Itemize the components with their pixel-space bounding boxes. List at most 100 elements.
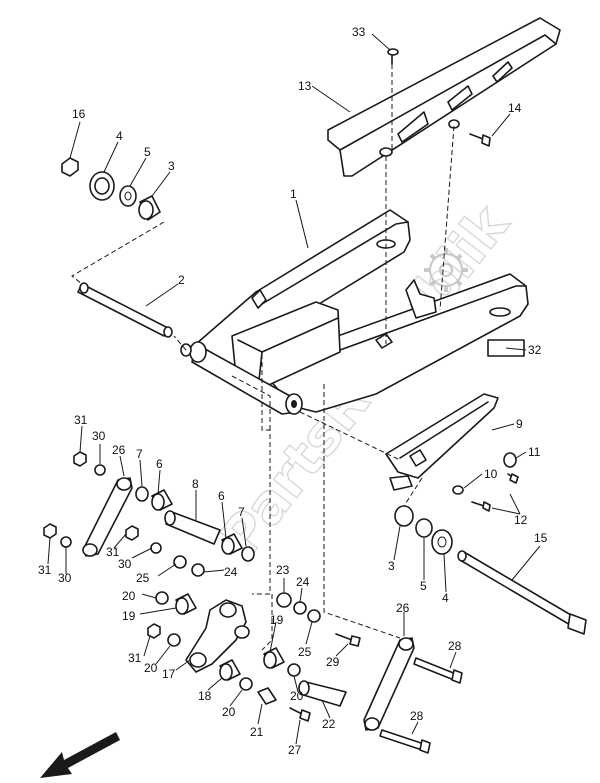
callout-11: 11 xyxy=(528,445,541,459)
collar-part-23 xyxy=(276,592,292,608)
callout-22: 22 xyxy=(322,717,336,731)
callout-32: 32 xyxy=(528,343,542,357)
nut-part-16 xyxy=(61,157,79,177)
callout-7: 7 xyxy=(238,505,245,519)
callout-17: 17 xyxy=(162,667,176,681)
callout-15: 15 xyxy=(534,531,548,545)
washer-part-30-b xyxy=(150,542,162,554)
callout-30: 30 xyxy=(58,571,72,585)
bushing-part-6-a xyxy=(151,489,173,511)
collar-part-11 xyxy=(503,452,517,468)
collar-part-25-a xyxy=(173,555,187,569)
oil-seal-part-7-a xyxy=(135,486,149,502)
oil-seal-part-24-a xyxy=(191,563,205,577)
callout-3: 3 xyxy=(168,159,175,173)
callout-3: 3 xyxy=(388,559,395,573)
connecting-rod-part-26-right xyxy=(363,637,415,731)
pivot-bolt-part-15 xyxy=(457,550,587,635)
callout-18: 18 xyxy=(198,689,212,703)
spacer-part-22 xyxy=(298,680,347,707)
callout-20: 20 xyxy=(290,689,304,703)
callout-26: 26 xyxy=(112,443,126,457)
callout-20: 20 xyxy=(222,705,236,719)
nut-part-31-d xyxy=(147,623,161,639)
callout-19: 19 xyxy=(122,609,136,623)
washer-part-30-a xyxy=(94,464,106,476)
collar-part-25-b xyxy=(307,609,321,623)
washer-part-5-right xyxy=(415,518,433,538)
callout-29: 29 xyxy=(326,655,340,669)
bushing-part-18 xyxy=(219,659,241,681)
chain-pad-part-9 xyxy=(385,393,499,491)
screws-part-12 xyxy=(471,473,519,512)
callout-5: 5 xyxy=(420,579,427,593)
collar-part-21 xyxy=(257,687,277,705)
callout-5: 5 xyxy=(144,145,151,159)
callout-23: 23 xyxy=(276,563,290,577)
callout-31: 31 xyxy=(74,413,88,427)
bushing-part-19-b xyxy=(263,647,285,669)
bolt-part-28-b xyxy=(379,729,431,754)
washer-part-30-c xyxy=(60,536,72,548)
oil-seal-part-24-b xyxy=(293,601,307,615)
assembly-guide-lines xyxy=(71,64,455,651)
callout-10: 10 xyxy=(484,467,498,481)
callout-25: 25 xyxy=(136,571,150,585)
bolt-part-28-a xyxy=(413,657,463,684)
screw-part-33 xyxy=(387,48,399,65)
screw-part-10 xyxy=(452,485,464,495)
chain-case-part-13 xyxy=(327,17,561,177)
callout-28: 28 xyxy=(410,709,424,723)
spacer-part-8 xyxy=(164,510,221,545)
callout-31: 31 xyxy=(106,545,120,559)
bearing-part-4-left xyxy=(89,171,115,201)
callout-30: 30 xyxy=(92,429,106,443)
swing-arm-part-1 xyxy=(189,209,529,415)
leader-lines xyxy=(47,33,541,745)
callout-16: 16 xyxy=(72,107,86,121)
oil-seal-part-20-a xyxy=(155,591,169,605)
watermark-gear-icon xyxy=(424,248,468,292)
callout-20: 20 xyxy=(144,661,158,675)
screw-part-14 xyxy=(469,133,491,147)
nut-part-31-b xyxy=(125,525,139,541)
nut-part-31-c xyxy=(43,523,57,539)
callout-19: 19 xyxy=(270,613,284,627)
callout-30: 30 xyxy=(118,557,132,571)
oil-seal-part-7-b xyxy=(241,546,255,562)
connecting-rod-part-26-left xyxy=(82,477,133,557)
callout-14: 14 xyxy=(508,101,522,115)
bushing-part-19-a xyxy=(175,593,197,615)
collar-part-3-right xyxy=(394,505,414,527)
callout-8: 8 xyxy=(192,477,199,491)
relay-arm-part-17 xyxy=(185,599,250,673)
callout-21: 21 xyxy=(250,725,264,739)
callout-24: 24 xyxy=(296,575,310,589)
pivot-shaft-part-2 xyxy=(77,282,173,338)
callout-13: 13 xyxy=(298,79,312,93)
callout-4: 4 xyxy=(442,591,449,605)
callout-31: 31 xyxy=(38,563,52,577)
callout-4: 4 xyxy=(116,129,123,143)
callout-20: 20 xyxy=(122,589,136,603)
bolt-part-27 xyxy=(289,707,311,722)
bushing-part-6-b xyxy=(221,533,243,555)
nut-part-31-a xyxy=(73,451,87,467)
callout-28: 28 xyxy=(448,639,462,653)
callout-25: 25 xyxy=(298,645,312,659)
callout-6: 6 xyxy=(218,489,225,503)
callout-26: 26 xyxy=(396,601,410,615)
callout-12: 12 xyxy=(514,513,528,527)
washer-part-5-left xyxy=(119,185,137,207)
callout-27: 27 xyxy=(288,743,302,757)
callout-31: 31 xyxy=(128,651,142,665)
bolt-part-29 xyxy=(335,633,361,647)
collar-part-3-left xyxy=(138,195,161,221)
bearing-part-4-right xyxy=(431,529,453,555)
callout-6: 6 xyxy=(156,457,163,471)
callout-33: 33 xyxy=(352,25,366,39)
callout-24: 24 xyxy=(224,565,238,579)
callout-labels: 33 13 14 16 4 5 3 1 2 32 9 11 10 12 31 3… xyxy=(38,25,548,757)
front-direction-arrow-icon xyxy=(40,732,120,778)
